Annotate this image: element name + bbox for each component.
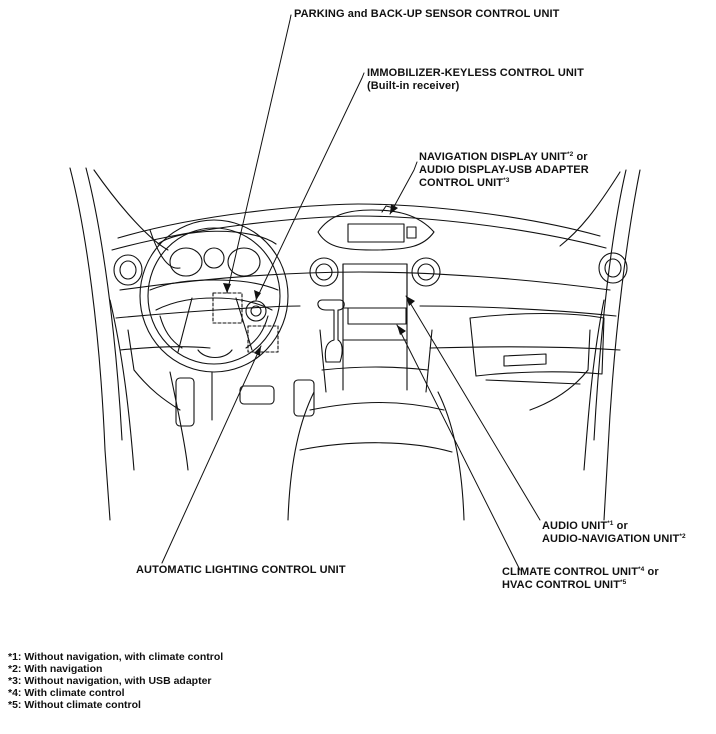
steering-wheel	[139, 219, 289, 373]
label-audio-line1: AUDIO UNIT*1 or	[542, 520, 686, 533]
leader-parking-sensor	[226, 14, 292, 294]
label-automatic-lighting-text: AUTOMATIC LIGHTING CONTROL UNIT	[136, 564, 346, 576]
footnote-1: *1: Without navigation, with climate con…	[8, 651, 224, 663]
leader-lines	[161, 14, 541, 571]
audio-line1-sup: *1	[607, 520, 614, 527]
automatic-lighting-unit-box	[247, 325, 279, 353]
leader-climate-control	[396, 324, 521, 571]
label-climate-control-unit: CLIMATE CONTROL UNIT*4 or HVAC CONTROL U…	[502, 566, 659, 592]
leader-audio-unit	[405, 295, 541, 521]
audio-line1-tail: or	[613, 520, 628, 532]
air-vents	[113, 252, 628, 287]
label-parking-sensor-control-unit: PARKING and BACK-UP SENSOR CONTROL UNIT	[294, 8, 559, 21]
nav-line1-sup: *2	[566, 151, 574, 158]
label-navigation-display-unit: NAVIGATION DISPLAY UNIT*2 or AUDIO DISPL…	[419, 151, 589, 190]
left-a-pillar	[69, 167, 169, 521]
footnote-5: *5: Without climate control	[8, 699, 141, 711]
audio-line1-text: AUDIO UNIT	[542, 520, 608, 532]
leader-navigation-display	[389, 161, 418, 215]
center-stack	[319, 263, 433, 393]
nav-line1-tail: or	[573, 151, 588, 163]
label-automatic-lighting-control-unit: AUTOMATIC LIGHTING CONTROL UNIT	[136, 564, 346, 577]
label-climate-line1: CLIMATE CONTROL UNIT*4 or	[502, 566, 659, 579]
dash-top	[111, 203, 621, 351]
nav-line1-text: NAVIGATION DISPLAY UNIT	[419, 151, 567, 163]
label-navigation-line3: CONTROL UNIT*3	[419, 177, 589, 190]
navigation-display-unit	[317, 205, 435, 251]
climate-line1-sup: *4	[638, 566, 645, 573]
glove-box	[469, 312, 605, 377]
nav-line3-sup: *3	[503, 177, 510, 184]
label-navigation-line1: NAVIGATION DISPLAY UNIT*2 or	[419, 151, 589, 164]
nav-line3-text: CONTROL UNIT	[419, 177, 504, 189]
arrowheads	[223, 204, 415, 356]
instrument-cluster	[157, 230, 277, 277]
label-audio-line2: AUDIO-NAVIGATION UNIT*2	[542, 533, 686, 546]
ignition-switch	[245, 300, 267, 322]
label-audio-unit: AUDIO UNIT*1 or AUDIO-NAVIGATION UNIT*2	[542, 520, 686, 546]
center-console	[287, 391, 465, 521]
audio-line2-sup: *2	[679, 533, 686, 540]
leader-automatic-lighting	[161, 345, 262, 564]
label-climate-line2: HVAC CONTROL UNIT*5	[502, 579, 659, 592]
label-immobilizer-line1: IMMOBILIZER-KEYLESS CONTROL UNIT	[367, 67, 584, 79]
lower-panels	[127, 329, 591, 411]
climate-line2-sup: *5	[620, 579, 627, 586]
label-parking-sensor-text: PARKING and BACK-UP SENSOR CONTROL UNIT	[294, 8, 560, 20]
label-immobilizer-control-unit: IMMOBILIZER-KEYLESS CONTROL UNIT (Built-…	[367, 67, 584, 93]
right-a-pillar	[559, 169, 641, 521]
footnote-3: *3: Without navigation, with USB adapter	[8, 675, 212, 687]
label-immobilizer-line2: (Built-in receiver)	[367, 80, 460, 92]
control-unit-boxes	[212, 292, 279, 353]
climate-line2-text: HVAC CONTROL UNIT	[502, 579, 621, 591]
label-navigation-line2: AUDIO DISPLAY-USB ADAPTER	[419, 164, 589, 176]
gear-shifter	[317, 299, 345, 363]
leader-immobilizer	[255, 72, 365, 301]
footnote-2: *2: With navigation	[8, 663, 103, 675]
climate-line1-tail: or	[644, 566, 659, 578]
footnote-4: *4: With climate control	[8, 687, 125, 699]
audio-line2-text: AUDIO-NAVIGATION UNIT	[542, 533, 680, 545]
climate-line1-text: CLIMATE CONTROL UNIT	[502, 566, 639, 578]
